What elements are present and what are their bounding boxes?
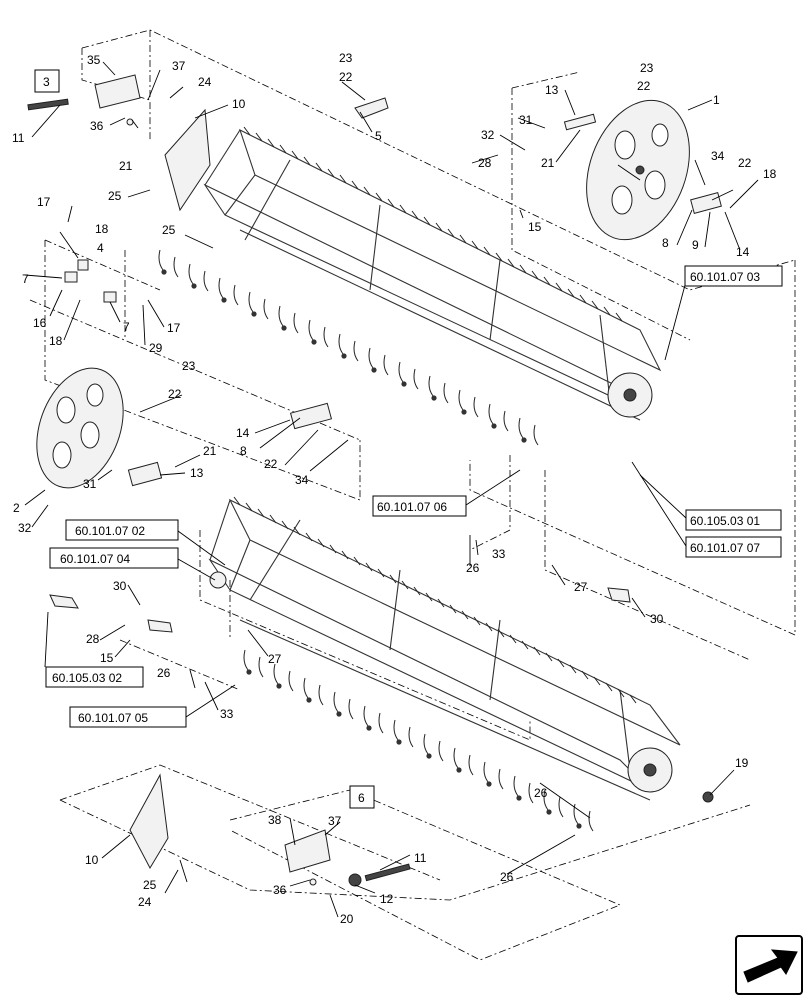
callout-21b: 21 (541, 156, 555, 170)
callout-16: 16 (33, 316, 47, 330)
callout-18b: 18 (49, 334, 63, 348)
callout-11a: 11 (12, 131, 25, 145)
callout-24a: 24 (198, 75, 212, 89)
boxed-callout-3-frame (34, 69, 60, 93)
callout-18a: 18 (763, 167, 777, 181)
ref-60-101-07-07[interactable]: 60.101.07 07 (690, 541, 760, 555)
callout-15b: 15 (100, 651, 114, 665)
callout-8a: 8 (662, 236, 669, 250)
leader-lines (24, 61, 759, 918)
callout-25a: 25 (108, 189, 122, 203)
callout-38: 38 (268, 813, 282, 827)
callout-8b: 8 (240, 444, 247, 458)
callout-10a: 10 (232, 97, 246, 111)
ref-60-101-07-04[interactable]: 60.101.07 04 (60, 552, 130, 566)
reel-disc-right (586, 99, 690, 241)
callout-1: 1 (713, 93, 720, 107)
callout-11b: 11 (414, 851, 427, 865)
callout-31a: 31 (519, 113, 533, 127)
callout-17a: 17 (37, 195, 51, 209)
ref-60-105-03-02[interactable]: 60.105.03 02 (52, 671, 122, 685)
callout-21c: 21 (203, 444, 217, 458)
ref-60-101-07-05[interactable]: 60.101.07 05 (78, 711, 148, 725)
callout-25c: 25 (143, 878, 157, 892)
navigation-arrow-icon[interactable] (735, 935, 803, 995)
small-hardware (49, 97, 722, 803)
callout-22c: 22 (738, 156, 752, 170)
boxed-callouts: 3 6 (34, 69, 375, 809)
callout-5: 5 (375, 129, 382, 143)
ref-60-105-03-01[interactable]: 60.105.03 01 (690, 514, 760, 528)
ref-60-101-07-02[interactable]: 60.101.07 02 (75, 524, 145, 538)
callout-31b: 31 (83, 477, 97, 491)
callout-9: 9 (692, 238, 699, 252)
side-panel-lower (129, 773, 169, 870)
callout-22e: 22 (264, 457, 278, 471)
callout-17b: 17 (167, 321, 181, 335)
boxed-callout-6-frame (349, 785, 375, 809)
callout-13b: 13 (190, 466, 204, 480)
callout-36b: 36 (273, 883, 287, 897)
callout-30b: 30 (650, 612, 664, 626)
callout-37b: 37 (328, 814, 342, 828)
callout-32a: 32 (481, 128, 495, 142)
callout-37a: 37 (172, 59, 186, 73)
ref-60-101-07-03[interactable]: 60.101.07 03 (690, 270, 760, 284)
side-panel-upper (164, 108, 211, 212)
callout-36a: 36 (90, 119, 104, 133)
callout-26b: 26 (157, 666, 171, 680)
bracket-upper (27, 74, 141, 126)
callout-23c: 23 (182, 359, 196, 373)
callout-34a: 34 (711, 149, 725, 163)
boxed-callout-3: 3 (43, 75, 50, 89)
callout-23b: 23 (640, 61, 654, 75)
callout-14a: 14 (736, 245, 750, 259)
callout-26c: 26 (534, 786, 548, 800)
callout-33b: 33 (220, 707, 234, 721)
lower-reel-assembly (208, 496, 681, 832)
callout-21a: 21 (119, 159, 133, 173)
reference-boxes: 60.101.07 03 60.101.07 06 60.105.03 01 6… (45, 265, 783, 728)
callout-35: 35 (87, 53, 101, 67)
callout-22d: 22 (168, 387, 182, 401)
callout-10b: 10 (85, 853, 99, 867)
callout-labels: 1 2 4 5 7 7 8 8 9 10 10 11 11 12 13 13 1… (12, 51, 777, 926)
callout-27b: 27 (268, 652, 282, 666)
ref-60-101-07-06[interactable]: 60.101.07 06 (377, 500, 447, 514)
callout-18c: 18 (95, 222, 109, 236)
callout-15a: 15 (528, 220, 542, 234)
reel-disc-left (36, 367, 124, 489)
callout-7b: 7 (123, 320, 130, 334)
callout-23a: 23 (339, 51, 353, 65)
callout-2: 2 (13, 501, 20, 515)
callout-29: 29 (149, 341, 163, 355)
callout-12: 12 (380, 892, 394, 906)
bracket-lower (284, 829, 411, 887)
callout-19: 19 (735, 756, 749, 770)
callout-32b: 32 (18, 521, 32, 535)
boxed-callout-6: 6 (358, 791, 365, 805)
callout-34b: 34 (295, 473, 309, 487)
callout-7a: 7 (22, 272, 29, 286)
callout-24b: 24 (138, 895, 152, 909)
callout-25b: 25 (162, 223, 176, 237)
callout-22b: 22 (637, 79, 651, 93)
callout-14b: 14 (236, 426, 250, 440)
callout-27a: 27 (574, 580, 588, 594)
callout-13a: 13 (545, 83, 559, 97)
callout-20: 20 (340, 912, 354, 926)
callout-26a: 26 (466, 561, 480, 575)
upper-reel-assembly (158, 126, 662, 446)
callout-22a: 22 (339, 70, 353, 84)
callout-28a: 28 (478, 156, 492, 170)
callout-30a: 30 (113, 579, 127, 593)
callout-33a: 33 (492, 547, 506, 561)
callout-26d: 26 (500, 870, 514, 884)
callout-28b: 28 (86, 632, 100, 646)
callout-4: 4 (97, 241, 104, 255)
